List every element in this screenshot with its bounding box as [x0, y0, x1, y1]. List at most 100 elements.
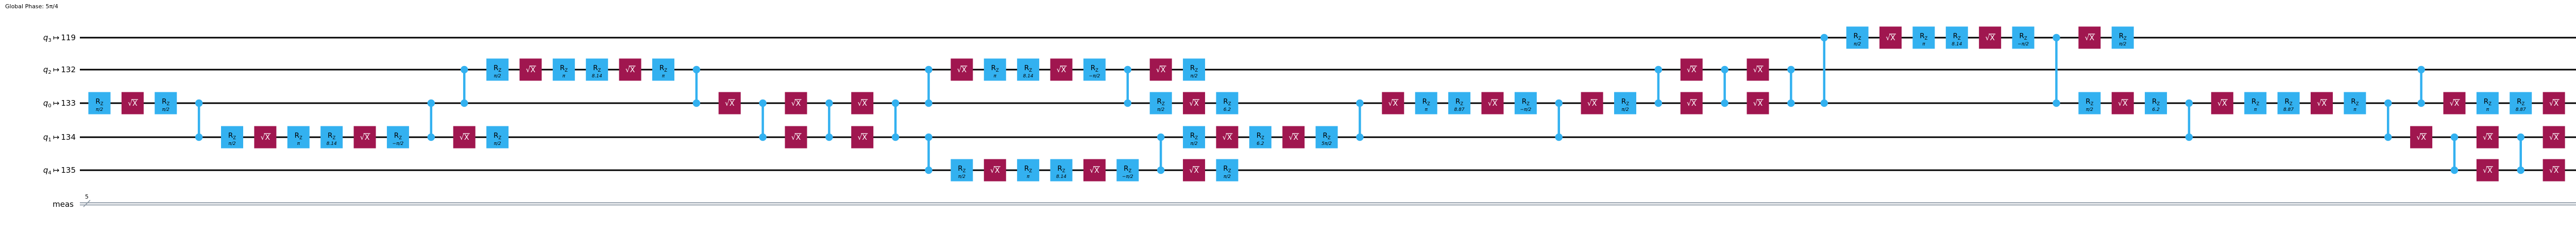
rz-gate: RZπ/2: [221, 126, 244, 149]
svg-text:RZ: RZ: [593, 64, 601, 73]
svg-text:RZ: RZ: [2284, 97, 2292, 107]
svg-text:√X: √X: [725, 100, 735, 108]
svg-text:π/2: π/2: [162, 107, 170, 112]
cz-gate: [2417, 66, 2425, 107]
creg-label: meas: [53, 200, 74, 209]
sx-gate: √X: [1183, 92, 1206, 114]
sx-gate: √X: [254, 126, 277, 149]
svg-text:√X: √X: [360, 134, 370, 142]
svg-text:RZ: RZ: [228, 132, 236, 141]
sx-gate: √X: [1680, 58, 1703, 81]
svg-text:RZ: RZ: [328, 132, 335, 141]
cz-gate: [1356, 99, 1364, 141]
sx-gate: √X: [1680, 92, 1703, 114]
svg-text:√X: √X: [957, 66, 967, 74]
sx-gate: √X: [1979, 26, 2002, 49]
cz-gate: [759, 99, 767, 141]
svg-text:√X: √X: [2483, 167, 2493, 175]
svg-text:π/2: π/2: [228, 141, 235, 146]
svg-text:π/2: π/2: [1190, 74, 1197, 79]
cz-gate: [2517, 133, 2524, 174]
svg-text:RZ: RZ: [2086, 97, 2093, 107]
cz-gate: [1555, 99, 1563, 141]
rz-gate: RZ−π/2: [2012, 26, 2035, 49]
rz-gate: RZ8.14: [320, 126, 343, 149]
sx-gate: √X: [2476, 126, 2499, 149]
svg-text:√X: √X: [1388, 100, 1398, 108]
sx-gate: √X: [2543, 159, 2565, 182]
cz-gate: [1787, 66, 1795, 107]
svg-text:√X: √X: [1886, 34, 1895, 42]
cz-gate: [925, 133, 933, 174]
rz-gate: RZ8.14: [1017, 58, 1040, 81]
svg-text:√X: √X: [1156, 66, 1166, 74]
sx-gate: √X: [2410, 126, 2433, 149]
svg-text:√X: √X: [2118, 100, 2128, 108]
svg-text:√X: √X: [1289, 134, 1298, 142]
svg-text:√X: √X: [2549, 100, 2559, 108]
svg-text:RZ: RZ: [1057, 165, 1065, 174]
sx-gate: √X: [1581, 92, 1603, 114]
sx-gate: √X: [2310, 92, 2333, 114]
svg-text:π: π: [2353, 107, 2357, 112]
rz-gate: RZπ: [287, 126, 310, 149]
svg-text:6.2: 6.2: [2152, 107, 2160, 112]
sx-gate: √X: [2476, 159, 2499, 182]
sx-gate: √X: [1879, 26, 1902, 49]
svg-text:RZ: RZ: [2251, 97, 2259, 107]
svg-text:RZ: RZ: [1091, 64, 1098, 73]
rz-gate: RZ8.87: [2277, 92, 2300, 114]
svg-text:√X: √X: [1687, 100, 1697, 108]
cz-gate: [925, 66, 933, 107]
svg-text:π/2: π/2: [96, 107, 103, 112]
wire-label: q1 ↦ 134: [43, 133, 76, 143]
svg-text:π/2: π/2: [1621, 107, 1629, 112]
sx-gate: √X: [1216, 126, 1239, 149]
sx-gate: √X: [2211, 92, 2233, 114]
rz-gate: RZ8.14: [1050, 159, 1073, 182]
svg-text:√X: √X: [1189, 167, 1199, 175]
rz-gate: RZπ/2: [1846, 26, 1869, 49]
rz-gate: RZπ/2: [88, 92, 111, 114]
rz-gate: RZπ/2: [2111, 26, 2134, 49]
svg-text:8.87: 8.87: [1454, 107, 1465, 112]
svg-text:π: π: [2486, 107, 2489, 112]
sx-gate: √X: [2443, 92, 2466, 114]
rz-gate: RZπ/2: [1149, 92, 1172, 114]
wire-label: q0 ↦ 133: [43, 99, 76, 109]
svg-text:π: π: [297, 141, 300, 146]
svg-text:RZ: RZ: [1323, 132, 1330, 141]
svg-text:√X: √X: [2317, 100, 2327, 108]
svg-text:−π/2: −π/2: [1089, 74, 1100, 79]
svg-text:√X: √X: [2450, 100, 2460, 108]
svg-text:√X: √X: [1189, 100, 1199, 108]
svg-text:√X: √X: [857, 134, 867, 142]
svg-text:RZ: RZ: [1157, 97, 1165, 107]
svg-text:RZ: RZ: [1257, 132, 1264, 141]
svg-text:π: π: [563, 74, 566, 79]
sx-gate: √X: [1149, 58, 1172, 81]
svg-text:RZ: RZ: [2119, 32, 2127, 41]
sx-gate: √X: [519, 58, 542, 81]
sx-gate: √X: [453, 126, 476, 149]
rz-gate: RZπ/2: [951, 159, 973, 182]
sx-gate: √X: [2543, 92, 2565, 114]
svg-text:RZ: RZ: [494, 132, 501, 141]
svg-text:RZ: RZ: [1223, 97, 1231, 107]
svg-text:−π/2: −π/2: [393, 141, 404, 146]
svg-text:π: π: [662, 74, 665, 79]
rz-gate: RZ8.87: [1448, 92, 1471, 114]
svg-text:√X: √X: [2549, 167, 2559, 175]
svg-text:RZ: RZ: [1854, 32, 1861, 41]
svg-text:RZ: RZ: [1953, 32, 1961, 41]
rz-gate: RZπ: [552, 58, 575, 81]
sx-gate: √X: [851, 92, 874, 114]
rz-gate: RZπ/2: [155, 92, 177, 114]
svg-text:√X: √X: [2085, 34, 2095, 42]
rz-gate: RZπ/2: [1216, 159, 1239, 182]
wire-label: q4 ↦ 135: [43, 166, 76, 176]
svg-text:5π/2: 5π/2: [1321, 141, 1332, 146]
svg-text:π: π: [2254, 107, 2257, 112]
sx-gate: √X: [785, 126, 807, 149]
sx-gate: √X: [984, 159, 1006, 182]
